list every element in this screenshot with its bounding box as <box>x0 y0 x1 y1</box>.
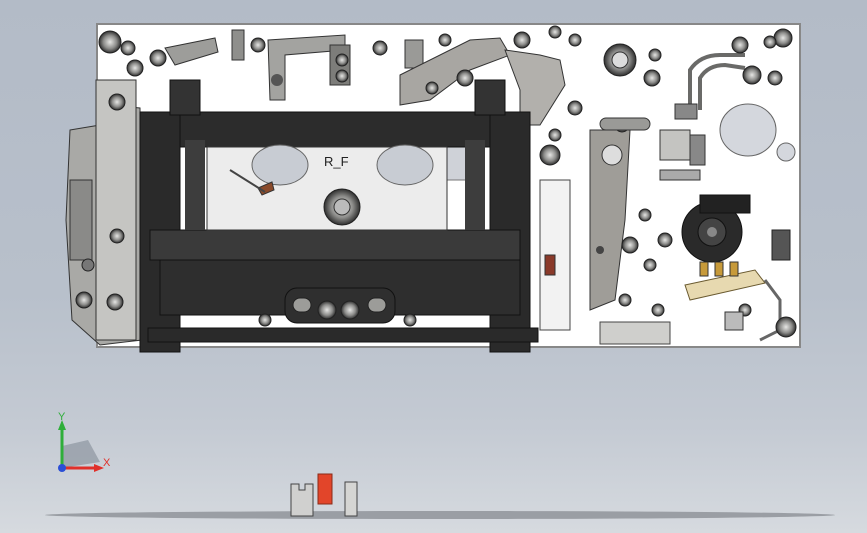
triad-x-label: X <box>103 457 111 469</box>
top-center-lever <box>399 25 582 126</box>
right-side-mechanism <box>539 28 797 345</box>
top-left-linkages <box>98 29 452 101</box>
switch-label: R_F <box>324 154 349 169</box>
floor-shadow <box>45 511 835 519</box>
bottom-screw-block <box>147 287 539 343</box>
triad-icon <box>58 420 104 472</box>
left-side-bracket <box>65 79 143 346</box>
loose-parts <box>290 473 358 517</box>
triad-y-label: Y <box>58 411 66 423</box>
